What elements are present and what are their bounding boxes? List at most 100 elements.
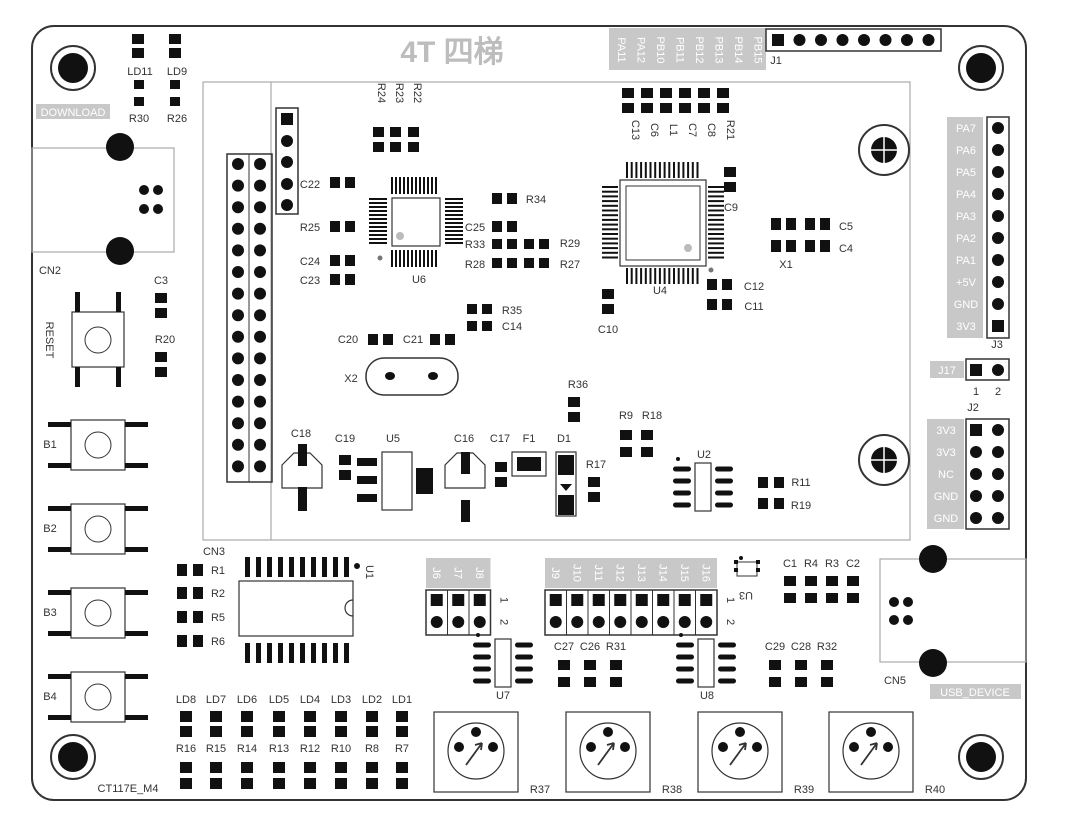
j6-j8-label-1: J7 — [451, 567, 463, 579]
j1-pad-1 — [793, 34, 806, 46]
u4-pin-left-7 — [602, 218, 618, 221]
button-leg-1-d — [125, 547, 148, 552]
u2-label: U2 — [697, 449, 711, 461]
header-pin-b-8 — [254, 330, 266, 343]
u5-pin-b — [357, 476, 377, 484]
pot-label-1: R38 — [662, 784, 682, 796]
u6-pin-left-5 — [369, 218, 387, 220]
j1-pin-label-6: PB14 — [732, 37, 744, 64]
r22-r24-pads — [373, 127, 419, 152]
j3-pad-1 — [992, 144, 1004, 156]
u4-pin-top-12 — [682, 162, 685, 178]
c22-pads — [330, 177, 355, 188]
j17-pin2-label: 2 — [995, 386, 1001, 398]
c29-row-label-1: C28 — [791, 641, 811, 653]
tr-small-pad-a-3 — [847, 576, 859, 586]
u1-body — [238, 580, 354, 637]
mounting-hole-top-left — [50, 45, 96, 91]
top-col-pad-b-0 — [622, 103, 634, 113]
j9-j16-pad-b-7 — [700, 616, 713, 628]
led-pad-a-5 — [335, 711, 347, 722]
top-col-pad-a-1 — [641, 88, 653, 98]
u4-pin-top-3 — [640, 162, 643, 178]
header-pin-b-7 — [254, 309, 266, 322]
c18-pad-a — [298, 444, 307, 466]
reset-switch-cap[interactable] — [84, 326, 112, 354]
c16-pad-a — [461, 452, 470, 474]
j6-j8-pin2: 2 — [498, 619, 510, 625]
r19-label: R19 — [791, 500, 811, 512]
j3-pin-label-8: GND — [954, 299, 979, 311]
u6-pin-top-1 — [395, 177, 397, 194]
j1-pin1-pad — [772, 34, 784, 46]
j3-pad-7 — [992, 276, 1004, 288]
top-col-pad-a-0 — [622, 88, 634, 98]
tr-small-pad-b-0 — [784, 593, 796, 603]
c22-label: C22 — [300, 179, 320, 191]
j6-j8-label-0: J6 — [430, 567, 442, 579]
c10-pads — [602, 289, 614, 314]
j9-j16-pin1: 1 — [724, 597, 736, 603]
j9-j16-pad-a-4 — [635, 594, 648, 606]
u4-pin-right-15 — [708, 256, 724, 259]
c12-label: C12 — [744, 281, 764, 293]
c29-row-pad-a-1 — [795, 660, 807, 670]
u8-pin-l-2 — [676, 666, 694, 672]
cn3-res-label-1: R2 — [211, 588, 225, 600]
c24-label: C24 — [300, 256, 320, 268]
u7-pin1-dot — [476, 633, 480, 637]
j1-pin-label-4: PB12 — [693, 37, 705, 64]
j6-j8-outline — [425, 589, 492, 636]
button-leg-3-b — [48, 715, 71, 720]
u4-pin-left-4 — [602, 204, 618, 207]
u6-pin-top-4 — [407, 177, 409, 194]
r9-label: R9 — [619, 410, 633, 422]
j3-pin-label-1: PA6 — [956, 145, 976, 157]
u4-pin-left-0 — [602, 186, 618, 188]
r20-pads — [155, 352, 167, 377]
u6-pin-right-7 — [445, 226, 463, 228]
download-label: DOWNLOAD — [41, 107, 106, 119]
u2-pin-r-0 — [715, 466, 733, 472]
pot-arrow-3 — [860, 742, 878, 766]
c27-row-pad-b-2 — [610, 677, 622, 687]
c27-row-pad-a-1 — [584, 660, 596, 670]
r25-pads — [330, 221, 355, 232]
j2-header-outline — [965, 418, 1010, 530]
pot-pin-c-0 — [471, 727, 481, 737]
d1-pad-a — [558, 455, 574, 475]
top-col-pad-a-5 — [717, 88, 729, 98]
c27-row-pad-a-0 — [558, 660, 570, 670]
j3-pin-label-0: PA7 — [956, 123, 976, 135]
r29-label: R29 — [560, 238, 580, 250]
c16-label: C16 — [454, 433, 474, 445]
j1-pad-6 — [901, 34, 913, 46]
u1-pin-top-6 — [311, 557, 316, 577]
j2-label-strip — [927, 419, 964, 529]
pot-pin-c-3 — [866, 727, 876, 737]
led-res-pad-a-1 — [210, 762, 222, 773]
top-col-pad-a-4 — [698, 88, 710, 98]
u3-sot-package — [734, 556, 760, 577]
u4-pin-left-11 — [602, 237, 618, 240]
header-pin-a-12 — [232, 417, 244, 430]
u6-pin1-marker — [396, 232, 404, 240]
u4-pin-left-10 — [602, 233, 618, 235]
j17-header-outline — [965, 358, 1010, 381]
u4-pin-right-2 — [708, 195, 724, 198]
u4-pin-right-12 — [708, 242, 724, 245]
header-pin-a-11 — [232, 395, 244, 408]
led-res-pad-a-7 — [396, 762, 408, 773]
c19-pad-b — [339, 470, 351, 480]
board-logo: 4T 四梯 — [400, 36, 503, 69]
c20-pads — [368, 334, 393, 345]
pot-label-3: R40 — [925, 784, 945, 796]
j9-j16-pad-a-2 — [592, 594, 605, 606]
u4-pin-top-15 — [696, 162, 699, 178]
u4-pin-left-9 — [602, 228, 618, 231]
u6-pin-right-8 — [445, 230, 463, 232]
